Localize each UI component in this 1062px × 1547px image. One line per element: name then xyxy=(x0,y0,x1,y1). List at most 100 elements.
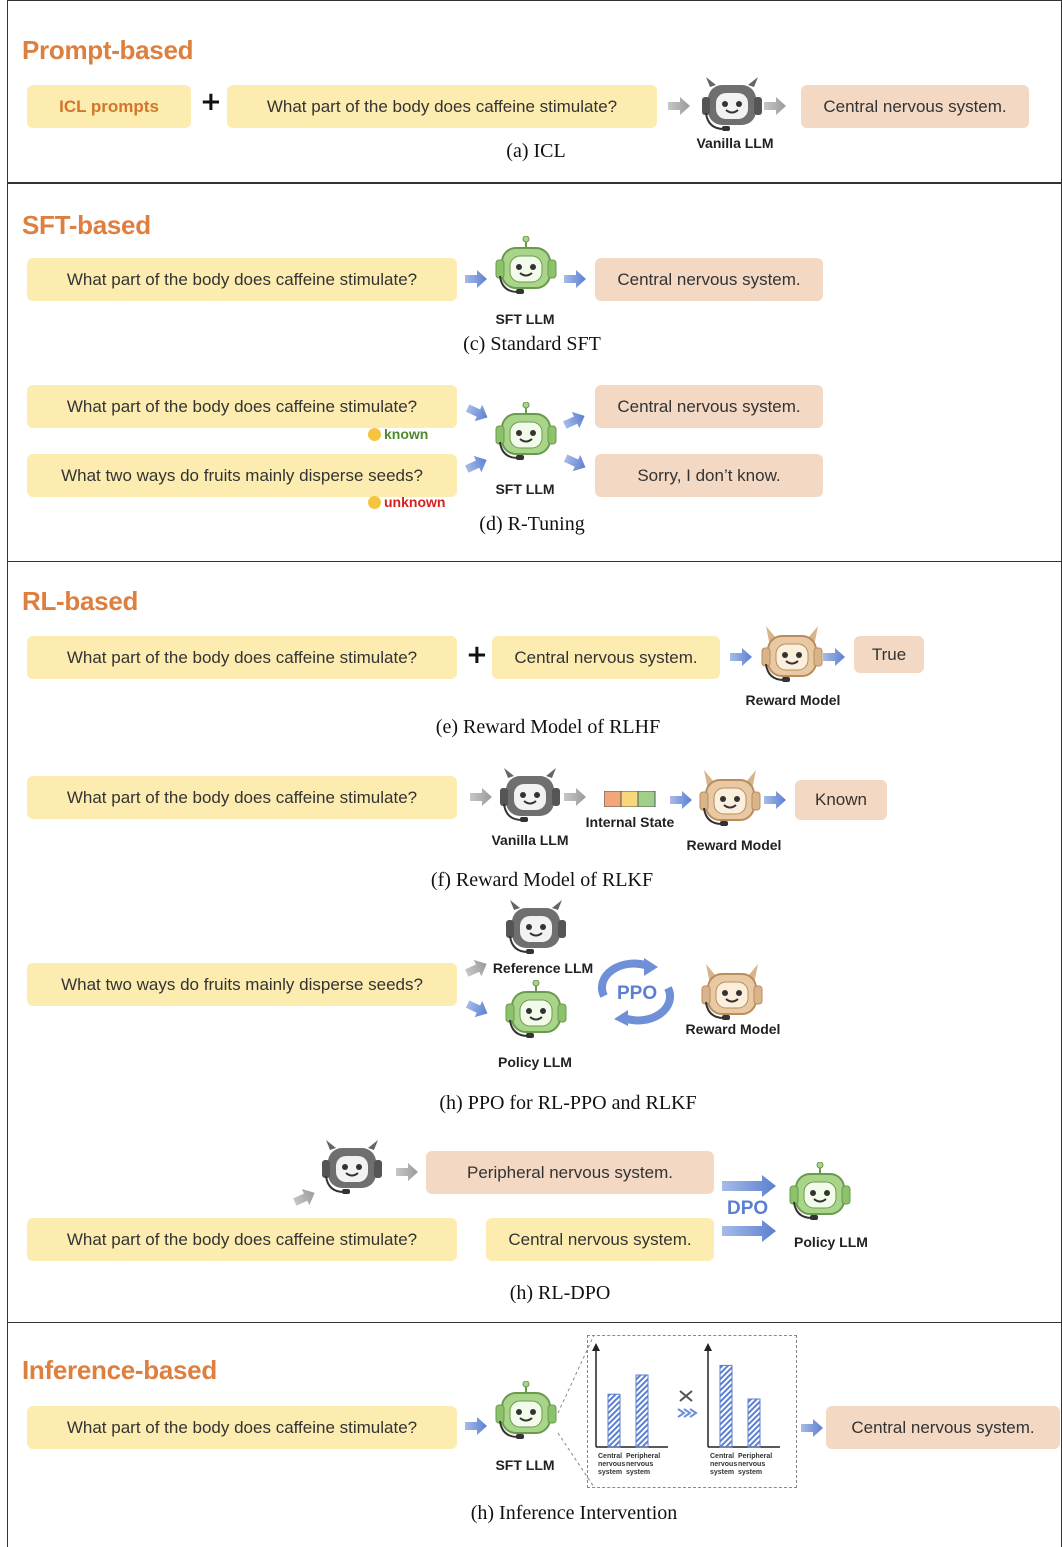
plus-sign: + xyxy=(466,640,488,670)
robot-icon xyxy=(495,1381,557,1440)
bar-central xyxy=(719,1364,733,1448)
bar-peripheral xyxy=(747,1398,761,1448)
plus-sign: + xyxy=(200,87,222,117)
robot-icon xyxy=(495,402,557,461)
arrow-diagonal-icon xyxy=(561,449,590,476)
caption: (h) Inference Intervention xyxy=(470,1502,678,1524)
question-box: What part of the body does caffeine stim… xyxy=(27,776,457,819)
cycle-arrows-icon xyxy=(598,958,674,1026)
arrow-right-icon xyxy=(564,270,586,288)
arrow-right-icon xyxy=(670,791,692,809)
arrow-diagonal-icon xyxy=(560,407,589,434)
arrow-right-icon xyxy=(730,648,752,666)
model-label: Reward Model xyxy=(745,692,841,708)
answer-box: Central nervous system. xyxy=(801,85,1029,128)
section-title: Prompt-based xyxy=(22,35,194,65)
robot-icon xyxy=(701,963,763,1021)
model-label: Reward Model xyxy=(686,837,782,853)
unknown-tag: unknown xyxy=(368,494,445,510)
caption: (d) R-Tuning xyxy=(479,513,585,535)
answer-box: Sorry, I don’t know. xyxy=(595,454,823,497)
confused-emoji-icon xyxy=(368,496,381,509)
intervention-tool-icon xyxy=(677,1390,698,1418)
caption: (c) Standard SFT xyxy=(463,333,601,355)
arrow-right-icon xyxy=(722,1175,776,1197)
model-label: SFT LLM xyxy=(495,311,555,327)
zoom-lines-icon xyxy=(557,1334,595,1488)
bar-label-central: Central nervous system xyxy=(710,1453,738,1476)
arrow-diagonal-icon xyxy=(462,451,491,478)
arrow-right-icon xyxy=(668,97,690,115)
arrow-right-icon xyxy=(823,648,845,666)
question-box: What two ways do fruits mainly disperse … xyxy=(27,963,457,1006)
arrow-right-icon xyxy=(764,791,786,809)
arrow-diagonal-icon xyxy=(290,1184,319,1211)
answer-input-box: Central nervous system. xyxy=(492,636,720,679)
question-box: What part of the body does caffeine stim… xyxy=(27,1218,457,1261)
robot-icon xyxy=(761,625,823,683)
arrow-right-icon xyxy=(722,1220,776,1242)
chosen-answer-box: Central nervous system. xyxy=(486,1218,714,1261)
bar-chart-after xyxy=(704,1343,780,1448)
bar-label-peripheral: Peripheral nervous system xyxy=(626,1453,661,1476)
question-box: What part of the body does caffeine stim… xyxy=(27,1406,457,1449)
robot-icon xyxy=(505,900,567,955)
icl-prompts-box: ICL prompts xyxy=(27,85,191,128)
arrow-diagonal-icon xyxy=(463,995,492,1022)
output-box: Known xyxy=(795,780,887,820)
known-tag: known xyxy=(368,426,428,442)
sft-based-section: SFT-based What part of the body does caf… xyxy=(7,183,1062,562)
arrow-right-icon xyxy=(764,97,786,115)
section-title: RL-based xyxy=(22,586,139,616)
internal-state-label: Internal State xyxy=(585,814,675,830)
robot-icon xyxy=(321,1140,383,1195)
arrow-diagonal-icon xyxy=(462,955,491,982)
rejected-answer-box: Peripheral nervous system. xyxy=(426,1151,714,1194)
arrow-right-icon xyxy=(465,1417,487,1435)
answer-box: Central nervous system. xyxy=(595,385,823,428)
caption: (h) PPO for RL-PPO and RLKF xyxy=(439,1092,697,1114)
reward-model-label: Reward Model xyxy=(685,1021,781,1037)
bar-peripheral xyxy=(635,1374,649,1448)
policy-llm-label: Policy LLM xyxy=(498,1054,572,1070)
arrow-right-icon xyxy=(465,270,487,288)
dpo-label: DPO xyxy=(727,1198,769,1219)
question-box: What part of the body does caffeine stim… xyxy=(27,258,457,301)
model-label: Vanilla LLM xyxy=(491,832,569,848)
question-box: What part of the body does caffeine stim… xyxy=(27,636,457,679)
caption: (a) ICL xyxy=(506,140,566,162)
inference-based-section: Inference-based What part of the body do… xyxy=(7,1322,1062,1547)
answer-box: Central nervous system. xyxy=(595,258,823,301)
answer-box: Central nervous system. xyxy=(826,1406,1060,1449)
caption: (e) Reward Model of RLHF xyxy=(435,716,661,738)
bar-label-central: Central nervous system xyxy=(598,1453,626,1476)
arrow-right-icon xyxy=(396,1163,418,1181)
model-label: SFT LLM xyxy=(495,481,555,497)
ppo-label: PPO xyxy=(617,983,658,1004)
bar-central xyxy=(607,1393,621,1448)
internal-state-icon xyxy=(604,791,656,807)
smile-emoji-icon xyxy=(368,428,381,441)
rl-based-section: RL-based What part of the body does caff… xyxy=(7,561,1062,1323)
model-label: SFT LLM xyxy=(495,1457,555,1473)
bar-label-peripheral: Peripheral nervous system xyxy=(738,1453,773,1476)
model-label: Vanilla LLM xyxy=(696,135,774,151)
arrow-diagonal-icon xyxy=(463,399,492,426)
robot-icon xyxy=(499,768,561,823)
question-box: What part of the body does caffeine stim… xyxy=(227,85,657,128)
caption: (f) Reward Model of RLKF xyxy=(430,869,654,891)
output-box: True xyxy=(854,636,924,673)
caption: (h) RL-DPO xyxy=(509,1282,611,1304)
robot-icon xyxy=(701,77,763,132)
question-box-unknown: What two ways do fruits mainly disperse … xyxy=(27,454,457,497)
robot-icon xyxy=(699,769,761,827)
arrow-right-icon xyxy=(564,788,586,806)
bar-chart-before xyxy=(592,1343,668,1448)
intervention-panel xyxy=(587,1335,797,1488)
robot-icon xyxy=(505,980,567,1039)
arrow-right-icon xyxy=(470,788,492,806)
robot-icon xyxy=(789,1162,851,1221)
section-title: Inference-based xyxy=(22,1355,217,1385)
reference-llm-label: Reference LLM xyxy=(492,960,594,976)
arrow-right-icon xyxy=(801,1419,823,1437)
